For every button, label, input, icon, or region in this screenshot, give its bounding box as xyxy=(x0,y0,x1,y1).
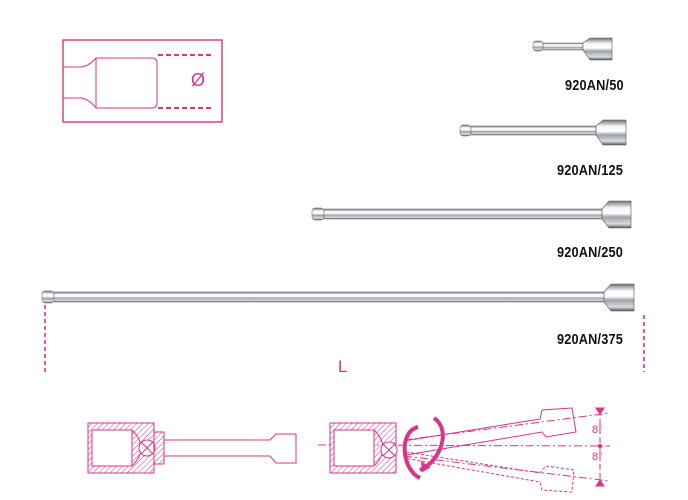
product-code-920an-125: 920AN/125 xyxy=(557,162,624,179)
section-drawing-straight xyxy=(87,422,297,474)
length-symbol: L xyxy=(338,357,348,376)
product-code-920an-375: 920AN/375 xyxy=(557,331,624,348)
detail-frame xyxy=(62,39,223,123)
angle-down-label: 8° xyxy=(592,451,603,463)
extension-920an-375 xyxy=(41,283,635,312)
length-dimension xyxy=(44,305,645,372)
diameter-symbol: Ø xyxy=(191,70,206,90)
product-code-920an-50: 920AN/50 xyxy=(565,77,624,94)
section-drawing-angled xyxy=(317,407,611,493)
angle-up-label: 8° xyxy=(592,424,603,436)
product-code-920an-250: 920AN/250 xyxy=(557,244,624,261)
extension-920an-250 xyxy=(311,200,632,229)
extension-920an-125 xyxy=(459,119,627,146)
extension-920an-50 xyxy=(532,37,613,61)
diameter-detail xyxy=(62,39,223,123)
